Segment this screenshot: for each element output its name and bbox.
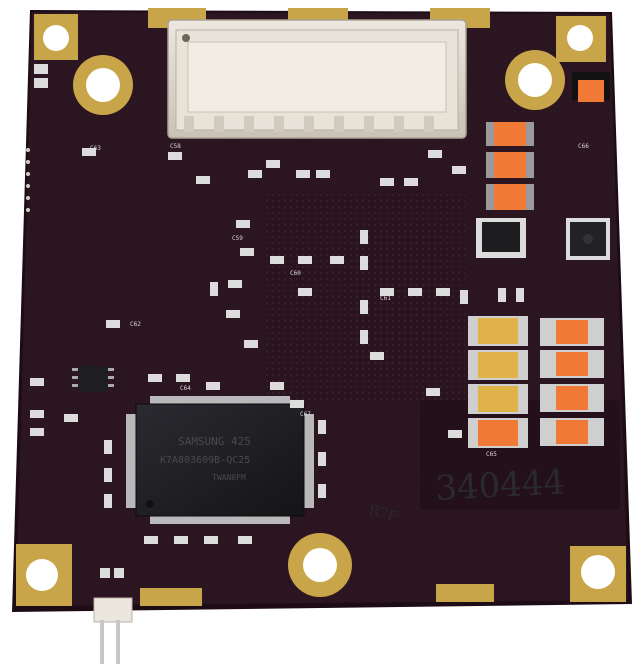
mounting-hole-upper-left xyxy=(73,55,133,115)
handwritten-note: R7F xyxy=(367,502,400,525)
mounting-holes xyxy=(16,14,626,606)
silkscreen-labels: C58 C59 C60 C61 C62 C63 C64 C65 C66 C67 xyxy=(90,143,589,458)
svg-text:C59: C59 xyxy=(232,235,243,242)
mounting-hole-bottom-center xyxy=(288,533,352,597)
handwritten-marking: 340444 R7F xyxy=(367,462,566,525)
svg-text:C62: C62 xyxy=(130,321,141,328)
chip-label-line2: K7A803609B-QC25 xyxy=(160,455,250,466)
power-transistors xyxy=(476,218,610,260)
mounting-hole-upper-right xyxy=(505,50,565,110)
test-points xyxy=(26,148,30,212)
mounting-hole-bottom-right xyxy=(570,546,626,602)
chip-label-line1: SAMSUNG 425 xyxy=(178,435,251,448)
smd-components xyxy=(30,148,524,544)
jumper-header xyxy=(34,64,48,88)
svg-text:C64: C64 xyxy=(180,385,191,392)
svg-text:C63: C63 xyxy=(90,145,101,152)
orange-inductor xyxy=(572,72,610,102)
orange-capacitors-bottom xyxy=(540,318,604,446)
handwritten-number: 340444 xyxy=(434,462,566,509)
svg-text:C66: C66 xyxy=(578,143,589,150)
svg-text:C67: C67 xyxy=(300,411,311,418)
mounting-hole-top-right xyxy=(556,16,606,62)
memory-chip: SAMSUNG 425 K7A803609B-QC25 TWAN0FM xyxy=(126,396,314,524)
orange-capacitors-top xyxy=(486,122,534,210)
svg-text:C61: C61 xyxy=(380,295,391,302)
svg-text:C65: C65 xyxy=(486,451,497,458)
mounting-hole-top-left xyxy=(34,14,78,60)
small-ic xyxy=(72,366,114,392)
chip-label-line3: TWAN0FM xyxy=(212,473,246,482)
mounting-hole-bottom-left xyxy=(16,544,72,606)
svg-text:C58: C58 xyxy=(170,143,181,150)
svg-text:C60: C60 xyxy=(290,270,301,277)
tantalum-capacitors xyxy=(468,316,528,448)
pin-header xyxy=(93,568,133,664)
board-connector xyxy=(167,19,467,139)
